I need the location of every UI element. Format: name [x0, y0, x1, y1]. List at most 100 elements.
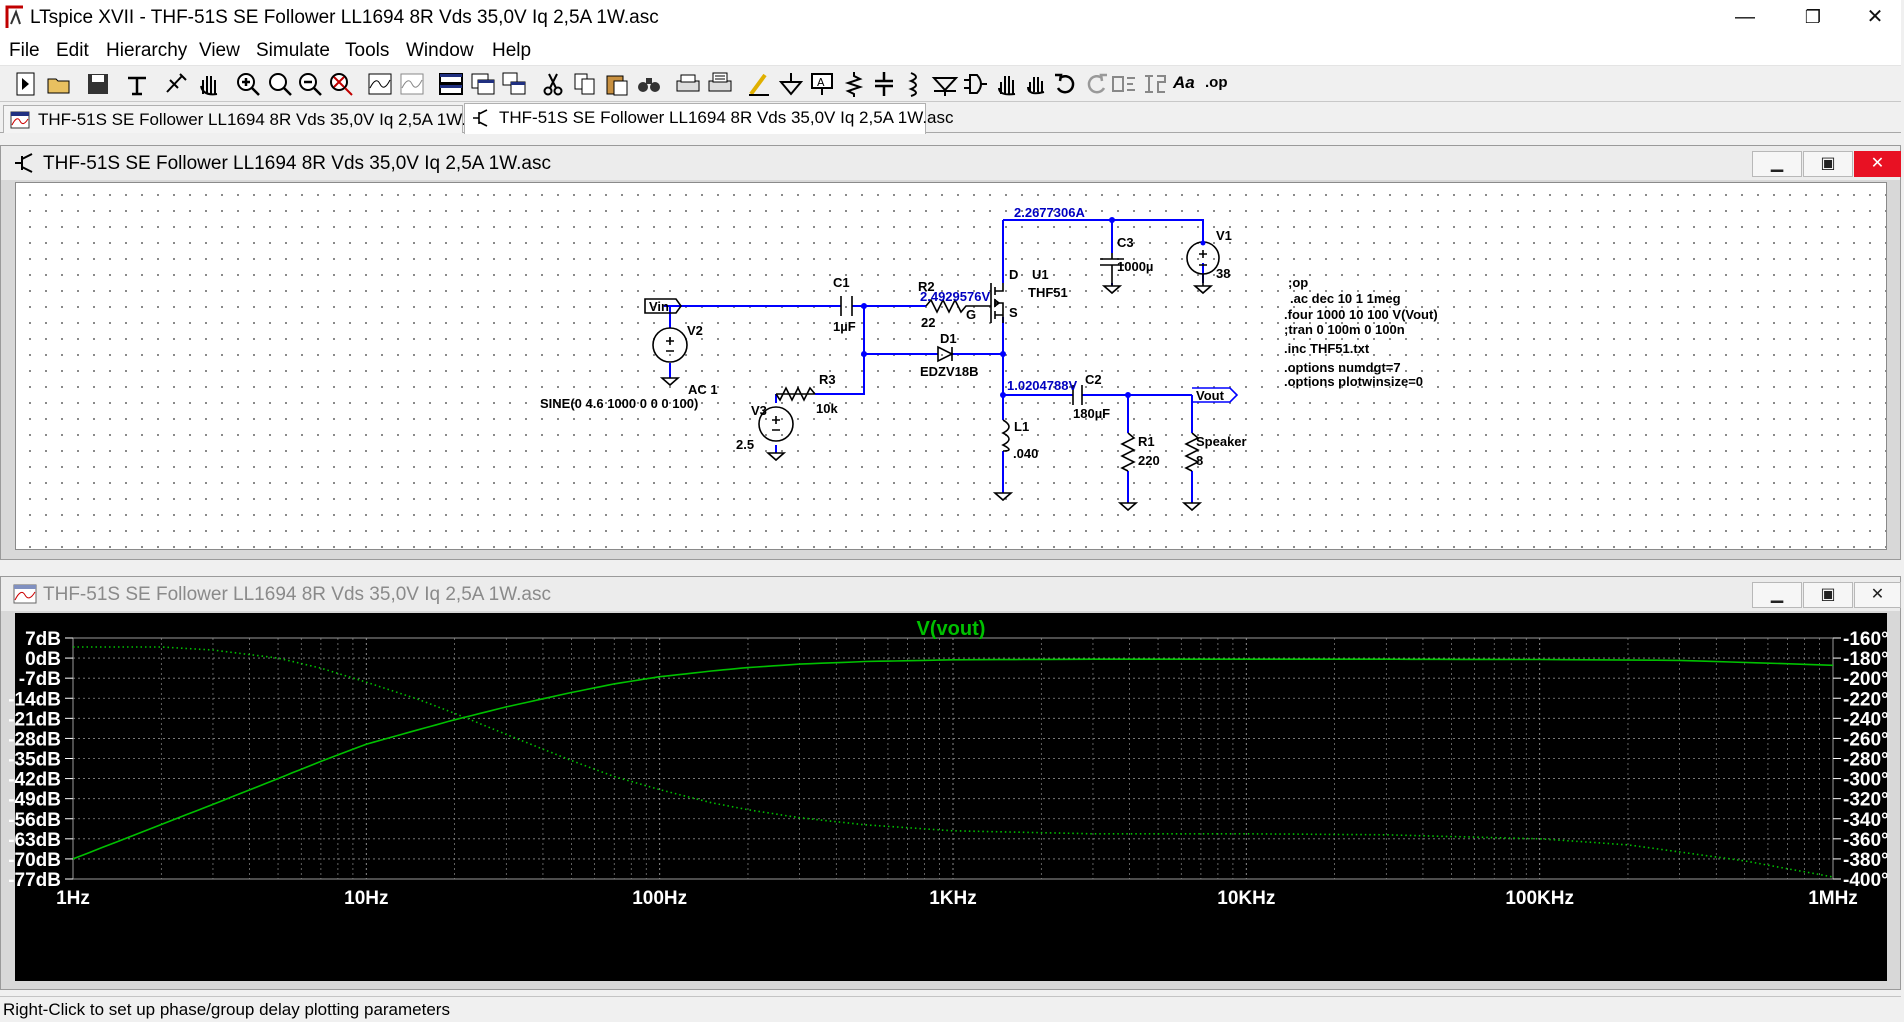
y-right-tick-label: -220°: [1843, 689, 1889, 710]
tile-horizontal-icon[interactable]: [437, 70, 465, 98]
phase-trace: [73, 646, 1834, 878]
magnitude-trace: [72, 658, 1834, 860]
save-icon[interactable]: [84, 70, 112, 98]
zoom-out-icon[interactable]: [296, 70, 324, 98]
directive-ac: .ac dec 10 1 1meg: [1290, 291, 1401, 306]
print-setup-icon[interactable]: [706, 70, 734, 98]
trace-title-vout[interactable]: V(vout): [917, 618, 986, 640]
y-right-tick-label: -340°: [1843, 810, 1889, 831]
rotate-icon[interactable]: [1110, 70, 1138, 98]
mirror-icon[interactable]: [1141, 70, 1169, 98]
waveform-tab-icon: [10, 111, 30, 129]
text-icon[interactable]: Aa: [1173, 73, 1195, 92]
waveform-maximize-button[interactable]: ▣: [1803, 582, 1853, 608]
schematic-close-button[interactable]: ✕: [1854, 151, 1901, 177]
y-left-tick-label: -70dB: [8, 850, 61, 871]
y-axis-right-labels: -160°-180°-200°-220°-240°-260°-280°-300°…: [1833, 629, 1889, 891]
schematic-maximize-button[interactable]: ▣: [1803, 151, 1853, 177]
menu-hierarchy[interactable]: Hierarchy: [106, 40, 188, 61]
waveform-icon: [13, 584, 37, 604]
zoom-cancel-icon[interactable]: [327, 70, 355, 98]
directive-op: ;op: [1288, 275, 1308, 290]
find-icon[interactable]: [635, 70, 663, 98]
menu-file[interactable]: File: [9, 40, 40, 61]
cascade-icon[interactable]: [500, 70, 528, 98]
pan-icon[interactable]: [266, 70, 294, 98]
r1-value: 220: [1138, 453, 1160, 468]
y-left-tick-label: -49dB: [8, 790, 61, 811]
schematic-canvas[interactable]: 2.2677306A C3 1000µ V1 38 U1 THF51 D G S…: [15, 182, 1887, 550]
status-text: Right-Click to set up phase/group delay …: [3, 1000, 450, 1019]
tab-waveform[interactable]: THF-51S SE Follower LL1694 8R Vds 35,0V …: [3, 105, 493, 133]
y-right-tick-label: -280°: [1843, 750, 1889, 771]
svg-text:A: A: [817, 76, 825, 89]
y-left-tick-label: -28dB: [8, 729, 61, 750]
schematic-minimize-button[interactable]: ▁: [1752, 151, 1802, 177]
mark-unused-icon[interactable]: [398, 70, 426, 98]
y-right-tick-label: -360°: [1843, 830, 1889, 851]
r2-label: R2: [918, 279, 935, 294]
tile-vertical-icon[interactable]: [469, 70, 497, 98]
waveform-minimize-button[interactable]: ▁: [1752, 582, 1802, 608]
v2-sine: SINE(0 4.6 1000 0 0 0 100): [540, 396, 698, 411]
ground-icon[interactable]: [777, 70, 805, 98]
waveform-window-titlebar: THF-51S SE Follower LL1694 8R Vds 35,0V …: [1, 577, 1901, 611]
control-panel-icon[interactable]: [123, 70, 151, 98]
d1-model: EDZV18B: [920, 364, 979, 379]
draw-wire-icon[interactable]: [745, 70, 773, 98]
undo-icon[interactable]: [1052, 70, 1080, 98]
cut-icon[interactable]: [539, 70, 567, 98]
open-icon[interactable]: [45, 70, 73, 98]
capacitor-icon[interactable]: [870, 70, 898, 98]
v3-value: 2.5: [736, 437, 754, 452]
menu-edit[interactable]: Edit: [56, 40, 89, 61]
gate-voltage-label: 2.4929576V: [920, 289, 990, 304]
menu-view[interactable]: View: [199, 40, 240, 61]
directive-inc: .inc THF51.txt: [1284, 341, 1370, 356]
move-icon[interactable]: [992, 70, 1020, 98]
bode-plot[interactable]: 7dB0dB-7dB-14dB-21dB-28dB-35dB-42dB-49dB…: [8, 613, 1889, 981]
component-icon[interactable]: [961, 70, 989, 98]
window-title: LTspice XVII - THF-51S SE Follower LL169…: [30, 7, 659, 28]
waveform-close-button[interactable]: ✕: [1854, 582, 1901, 608]
speaker-value: 8: [1196, 453, 1203, 468]
menu-tools[interactable]: Tools: [345, 40, 390, 61]
close-button[interactable]: ✕: [1866, 6, 1884, 28]
toolbar: A Aa .op: [0, 66, 1901, 102]
y-left-tick-label: -21dB: [8, 709, 61, 730]
inductor-icon[interactable]: [899, 70, 927, 98]
paste-icon[interactable]: [603, 70, 631, 98]
spice-directives: ;op .ac dec 10 1 1meg .four 1000 10 100 …: [1284, 275, 1438, 389]
r3-value: 10k: [816, 401, 838, 416]
print-icon[interactable]: [674, 70, 702, 98]
autorange-icon[interactable]: [366, 70, 394, 98]
schematic-drawing[interactable]: 2.2677306A C3 1000µ V1 38 U1 THF51 D G S…: [16, 183, 1888, 551]
label-net-icon[interactable]: A: [808, 70, 836, 98]
diode-icon[interactable]: [931, 70, 959, 98]
minimize-button[interactable]: —: [1735, 6, 1755, 28]
y-axis-left-labels: 7dB0dB-7dB-14dB-21dB-28dB-35dB-42dB-49dB…: [8, 629, 73, 891]
run-icon[interactable]: [162, 70, 190, 98]
restore-button[interactable]: ❐: [1804, 7, 1822, 27]
r2-value: 22: [921, 315, 935, 330]
tab-schematic[interactable]: THF-51S SE Follower LL1694 8R Vds 35,0V …: [464, 103, 954, 134]
copy-icon[interactable]: [571, 70, 599, 98]
junctions: [861, 217, 1206, 398]
new-schematic-icon[interactable]: [12, 70, 40, 98]
c1-value: 1µF: [833, 319, 856, 334]
v3-label: V3: [751, 403, 767, 418]
menu-window[interactable]: Window: [406, 40, 474, 61]
schematic-window: THF-51S SE Follower LL1694 8R Vds 35,0V …: [0, 145, 1901, 560]
zoom-in-icon[interactable]: [234, 70, 262, 98]
u1-pin-g: G: [966, 307, 976, 322]
halt-icon[interactable]: [195, 70, 223, 98]
spice-directive-icon[interactable]: .op: [1205, 74, 1228, 91]
menu-simulate[interactable]: Simulate: [256, 40, 330, 61]
schematic-window-titlebar: THF-51S SE Follower LL1694 8R Vds 35,0V …: [1, 146, 1901, 180]
drag-icon[interactable]: [1022, 70, 1050, 98]
redo-icon[interactable]: [1082, 70, 1110, 98]
d1-label: D1: [940, 331, 957, 346]
resistor-icon[interactable]: [840, 70, 868, 98]
menu-help[interactable]: Help: [492, 40, 532, 61]
